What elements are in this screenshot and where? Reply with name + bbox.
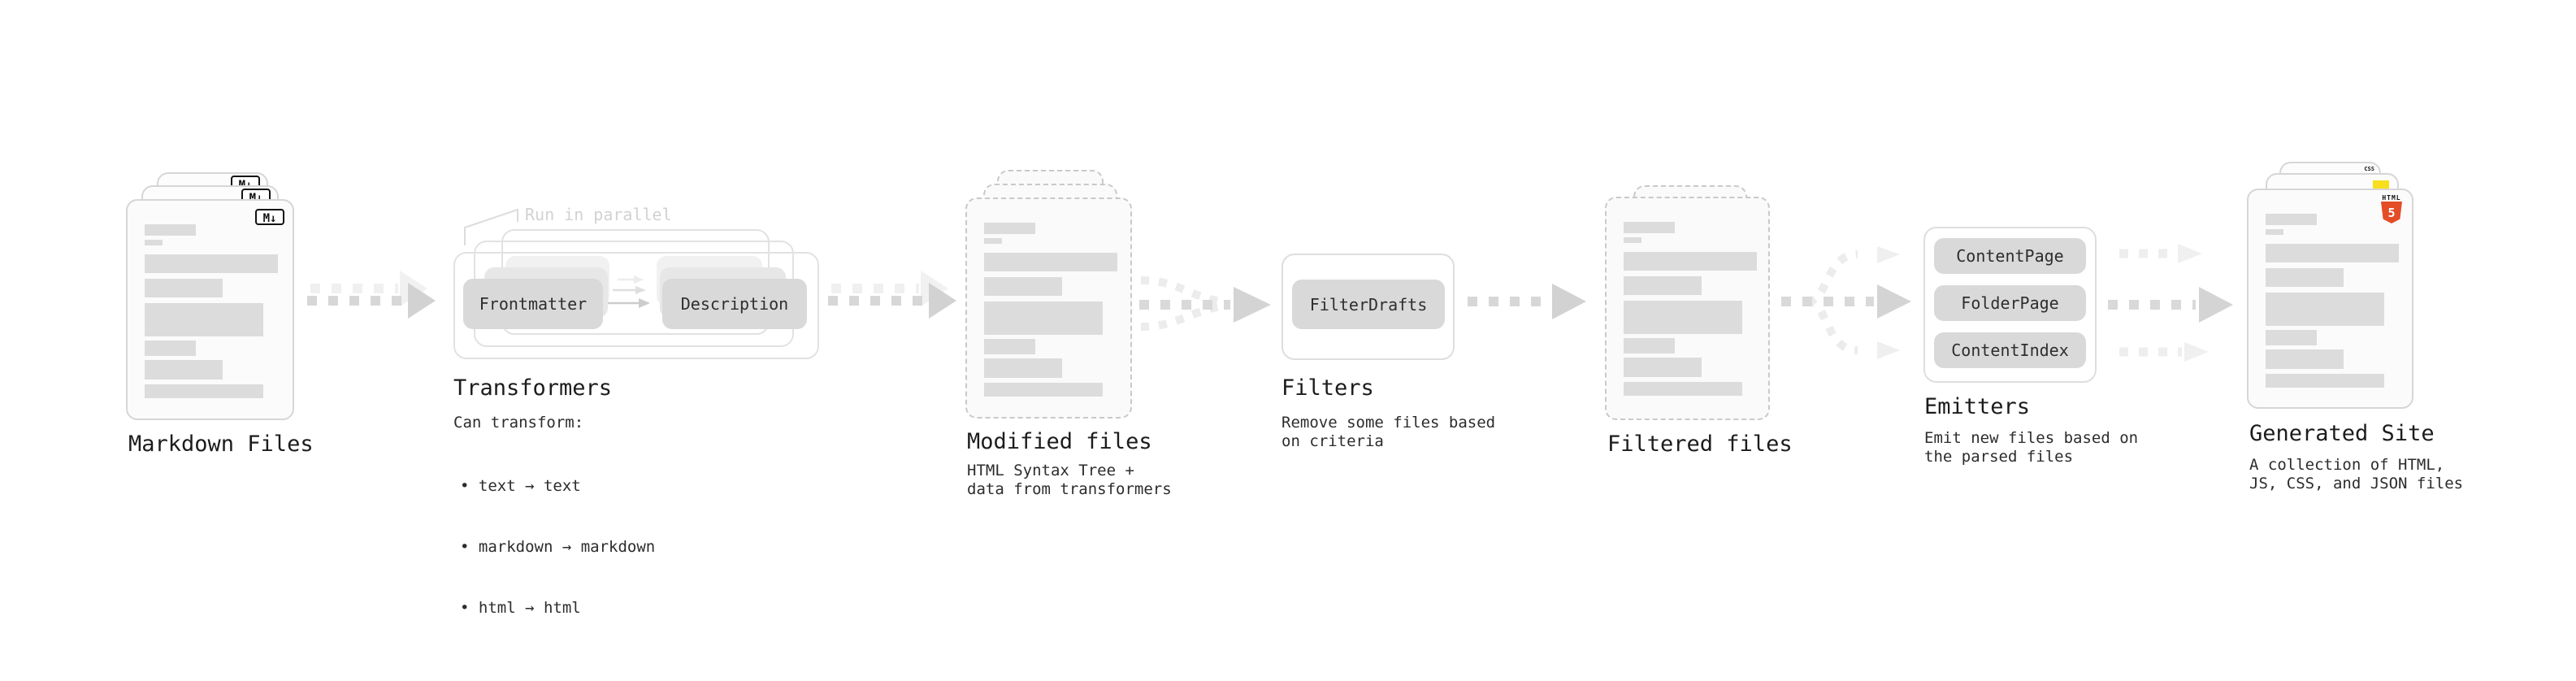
text-placeholder-bar — [145, 360, 223, 380]
generated-file-card-front: HTML 5 — [2247, 189, 2413, 409]
document-skeleton — [1624, 222, 1757, 396]
text-placeholder-bar — [2266, 244, 2399, 262]
arrow-filters-to-filtered — [1468, 284, 1586, 319]
markdown-file-card-front: M↓ — [126, 199, 294, 420]
arrow-markdown-to-transformers — [307, 271, 436, 319]
text-placeholder-bar — [984, 238, 1002, 244]
arrow-emitters-to-generated — [2108, 244, 2233, 362]
text-placeholder-bar — [145, 384, 263, 398]
text-placeholder-bar — [1624, 382, 1742, 396]
text-placeholder-bar — [145, 240, 163, 245]
contentindex-pill: ContentIndex — [1934, 332, 2086, 368]
text-placeholder-bar — [2266, 268, 2344, 287]
capability-item: • text → text — [460, 477, 581, 495]
text-placeholder-bar — [984, 277, 1062, 296]
run-in-parallel-annotation: Run in parallel — [525, 205, 672, 224]
stage-label-transformers: Transformers — [453, 375, 613, 401]
emitters-description: Emit new files based on the parsed files — [1924, 429, 2139, 466]
text-placeholder-bar — [984, 358, 1062, 378]
html5-icon-label: HTML — [2382, 194, 2401, 202]
stage-label-filters: Filters — [1281, 375, 1374, 401]
text-placeholder-bar — [1624, 237, 1641, 243]
frontmatter-pill: Frontmatter — [463, 279, 603, 329]
capability-item: • markdown → markdown — [460, 538, 656, 556]
text-placeholder-bar — [1624, 338, 1675, 354]
text-placeholder-bar — [984, 223, 1035, 234]
arrow-transformers-to-modified — [828, 271, 956, 319]
text-placeholder-bar — [2266, 330, 2317, 345]
annotation-pointer-line — [464, 208, 518, 245]
text-placeholder-bar — [1624, 222, 1675, 233]
text-placeholder-bar — [1624, 276, 1702, 295]
arrow-modified-to-filters — [1139, 276, 1271, 331]
capability-item: • html → html — [460, 599, 581, 617]
text-placeholder-bar — [1624, 252, 1757, 271]
document-skeleton — [145, 224, 278, 398]
text-placeholder-bar — [984, 383, 1103, 397]
text-placeholder-bar — [1624, 301, 1742, 334]
html5-icon: HTML 5 — [2381, 194, 2402, 223]
text-placeholder-bar — [145, 303, 263, 336]
modified-files-description: HTML Syntax Tree + data from transformer… — [967, 462, 1172, 498]
text-placeholder-bar — [145, 279, 223, 297]
text-placeholder-bar — [145, 224, 196, 236]
text-placeholder-bar — [2266, 229, 2283, 235]
text-placeholder-bar — [2266, 293, 2384, 326]
stage-label-emitters: Emitters — [1924, 394, 2031, 419]
javascript-icon — [2373, 180, 2389, 189]
stage-label-markdown-files: Markdown Files — [128, 432, 314, 457]
transform-flow-arrows — [608, 275, 650, 308]
filtered-file-card-front — [1605, 197, 1770, 420]
document-skeleton — [2266, 214, 2399, 388]
stage-label-generated-site: Generated Site — [2249, 421, 2435, 446]
text-placeholder-bar — [2266, 374, 2384, 388]
text-placeholder-bar — [984, 253, 1117, 271]
stage-label-modified-files: Modified files — [967, 429, 1152, 454]
document-skeleton — [984, 223, 1117, 397]
filterdrafts-pill: FilterDrafts — [1292, 280, 1445, 329]
folderpage-pill: FolderPage — [1934, 285, 2086, 321]
text-placeholder-bar — [2266, 349, 2344, 369]
modified-file-card-front — [965, 197, 1132, 419]
text-placeholder-bar — [984, 301, 1103, 335]
transformers-description: Can transform: — [453, 414, 584, 432]
markdown-icon: M↓ — [255, 209, 284, 225]
transformer-box — [453, 252, 819, 359]
text-placeholder-bar — [1624, 358, 1702, 377]
text-placeholder-bar — [145, 254, 278, 273]
text-placeholder-bar — [984, 339, 1035, 354]
stage-label-filtered-files: Filtered files — [1607, 432, 1793, 457]
generated-site-description: A collection of HTML, JS, CSS, and JSON … — [2249, 456, 2464, 492]
text-placeholder-bar — [2266, 214, 2317, 225]
description-pill: Description — [662, 279, 807, 329]
filters-description: Remove some files based on criteria — [1281, 414, 1496, 450]
arrow-filtered-to-emitters — [1781, 246, 1911, 359]
contentpage-pill: ContentPage — [1934, 238, 2086, 274]
text-placeholder-bar — [145, 340, 196, 356]
transformers-capabilities-list: • text → text • markdown → markdown • ht… — [460, 436, 655, 659]
